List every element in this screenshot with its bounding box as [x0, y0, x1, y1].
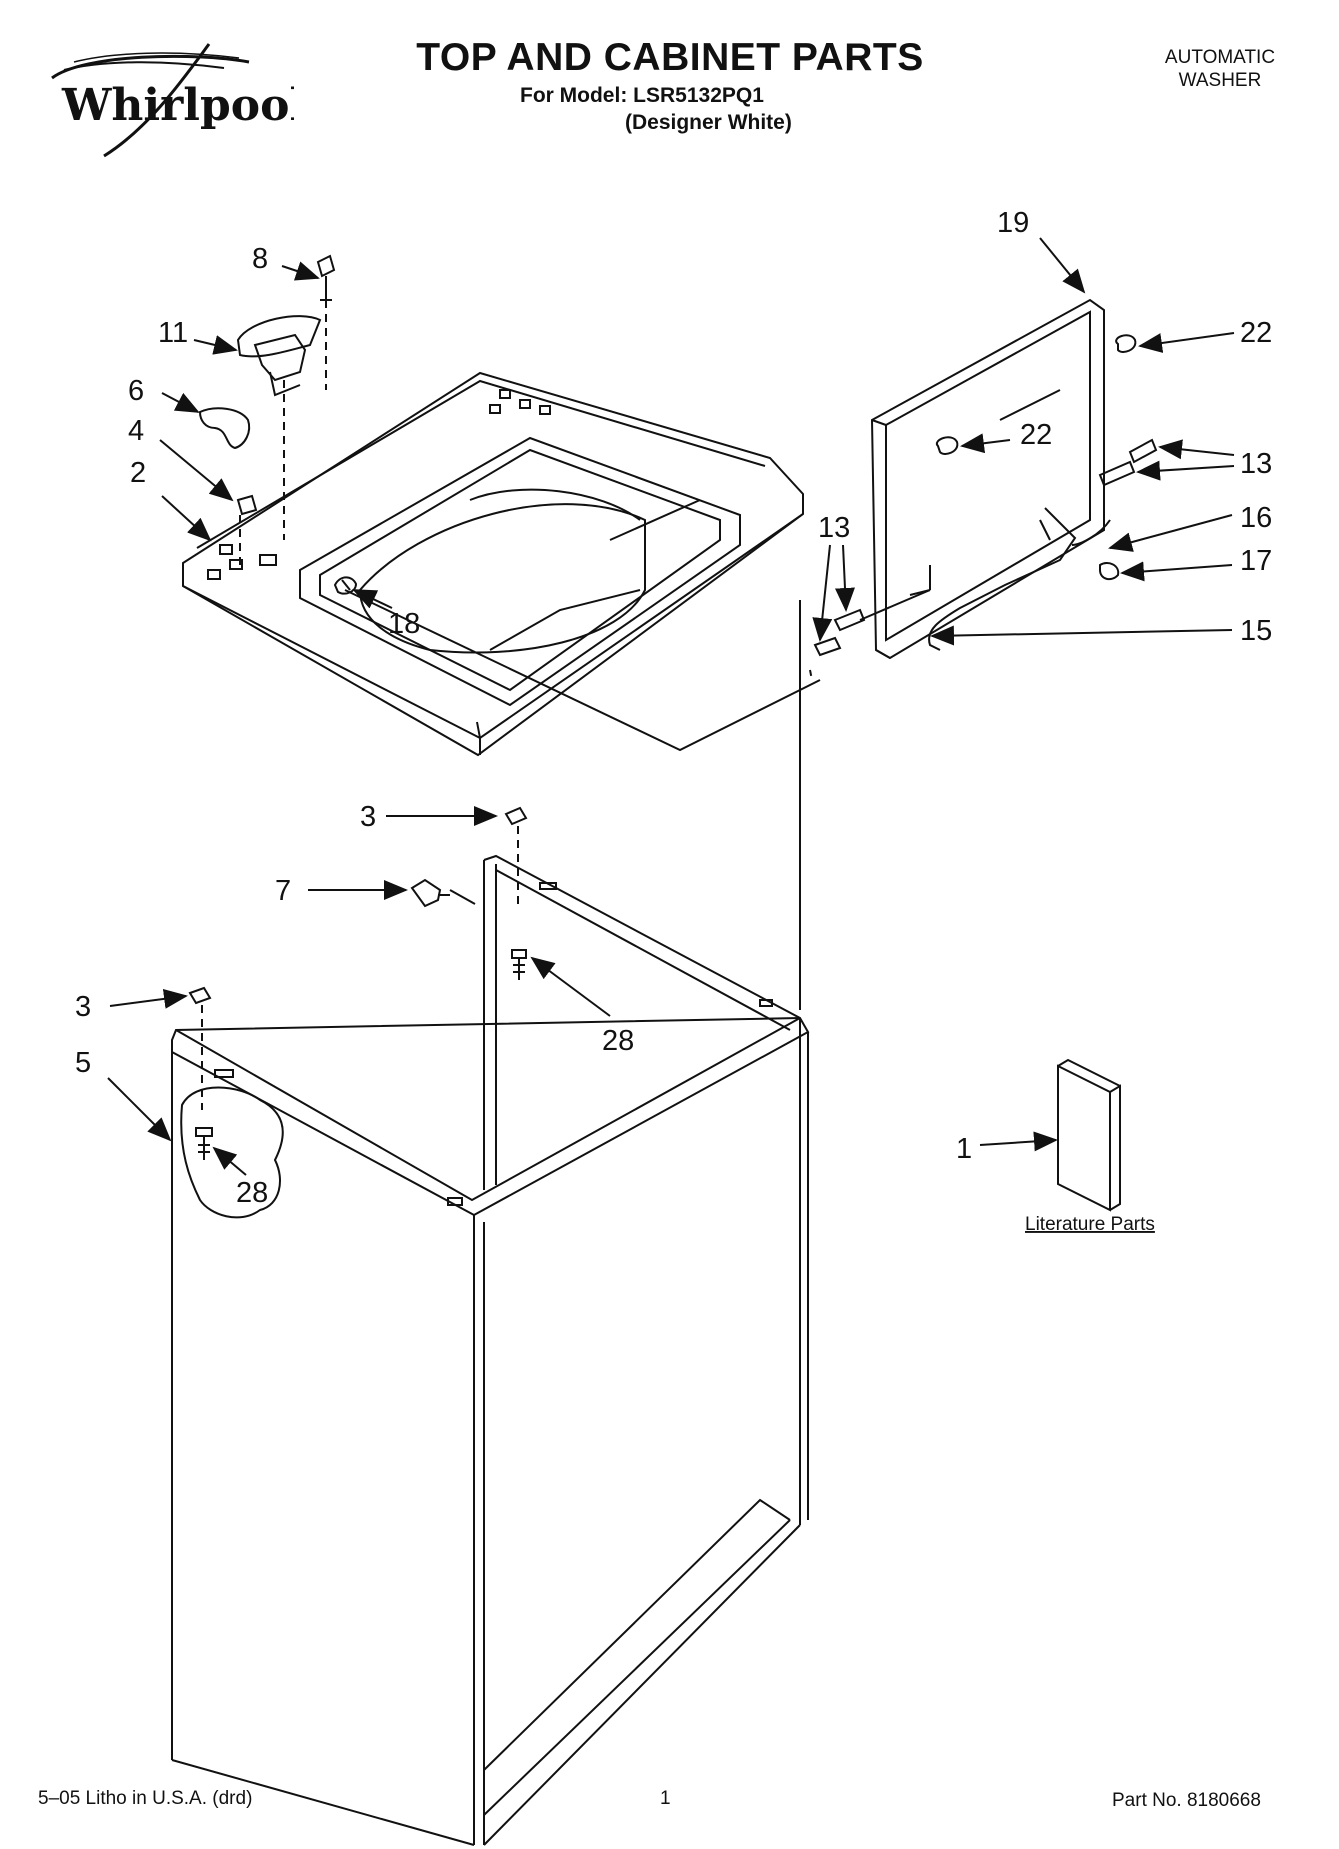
- part-18: [333, 576, 358, 595]
- callout-16: 16: [1240, 502, 1272, 534]
- callout-22-lower: 22: [1020, 419, 1052, 451]
- callout-11: 11: [158, 317, 188, 349]
- callout-15: 15: [1240, 615, 1272, 647]
- logo-wordmark: Whirlpool: [61, 80, 294, 131]
- callout-3-lower: 3: [75, 991, 91, 1023]
- callout-13-right: 13: [1240, 448, 1272, 480]
- callout-28-lower: 28: [236, 1177, 268, 1209]
- callout-6: 6: [128, 375, 144, 407]
- console-parts: [198, 254, 336, 570]
- callout-3-upper: 3: [360, 801, 376, 833]
- callout-8: 8: [252, 243, 268, 275]
- top-panel: [182, 371, 821, 757]
- cabinet-fasteners: [188, 806, 1121, 1212]
- callout-4: 4: [128, 415, 144, 447]
- product-type-line2: WASHER: [1178, 70, 1262, 91]
- literature-parts-label: Literature Parts: [1025, 1214, 1155, 1235]
- callout-7: 7: [275, 875, 291, 907]
- whirlpool-logo: Whirlpool: [51, 43, 294, 158]
- model-number: For Model: LSR5132PQ1: [520, 84, 764, 107]
- callout-13-left: 13: [818, 512, 850, 544]
- footer-litho: 5–05 Litho in U.S.A. (drd): [38, 1788, 253, 1809]
- cabinet: [171, 600, 810, 1846]
- callout-19: 19: [997, 207, 1029, 239]
- callout-22-upper: 22: [1240, 317, 1272, 349]
- footer-part-number: Part No. 8180668: [1112, 1790, 1261, 1811]
- callout-17: 17: [1240, 545, 1272, 577]
- callout-28-upper: 28: [602, 1025, 634, 1057]
- callout-18: 18: [388, 608, 420, 640]
- lid: [809, 298, 1158, 681]
- model-color: (Designer White): [625, 111, 792, 134]
- callout-1: 1: [956, 1133, 972, 1165]
- callout-labels: 8 11 6 4 2 18 19 22 22 13 13 16 17 15 3 …: [75, 207, 1272, 1235]
- product-type-line1: AUTOMATIC: [1164, 47, 1276, 68]
- product-type: AUTOMATIC WASHER: [1150, 46, 1290, 92]
- callout-2: 2: [130, 457, 146, 489]
- callout-5: 5: [75, 1047, 91, 1079]
- leader-arrows: [107, 237, 1235, 1176]
- page-title: TOP AND CABINET PARTS: [416, 36, 924, 79]
- footer-page-number: 1: [660, 1788, 671, 1809]
